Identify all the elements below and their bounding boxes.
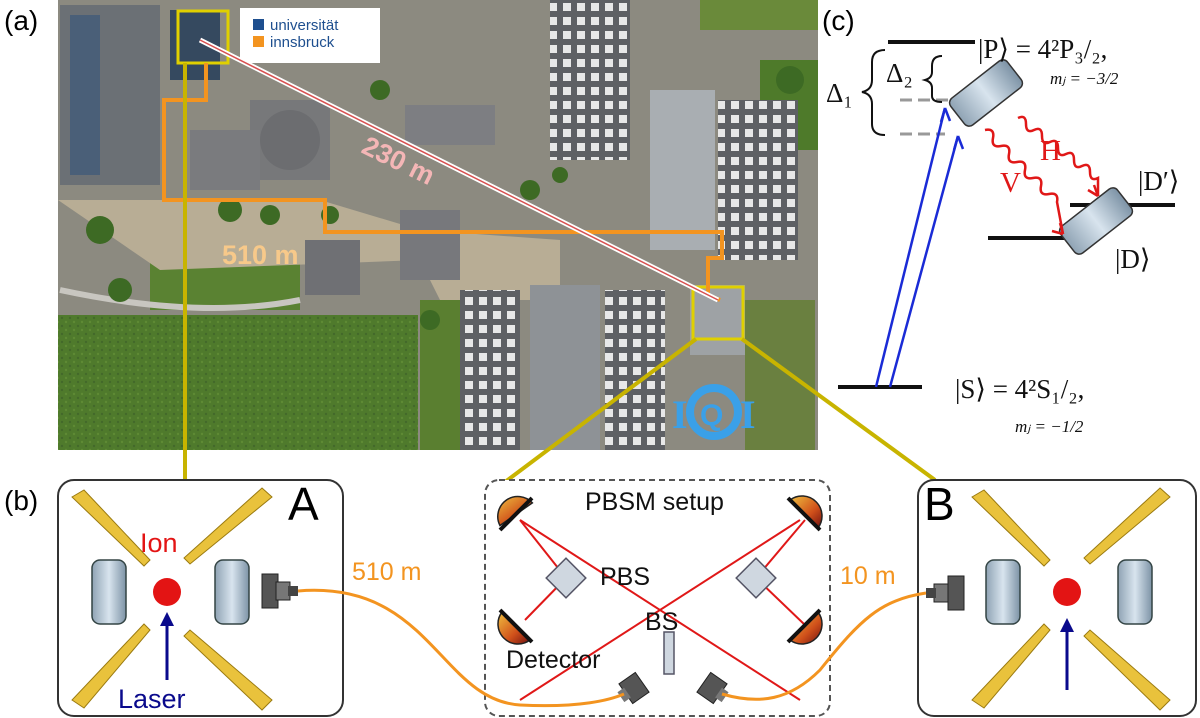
s-state-label: |S⟩ = 4²S₁/₂, <box>955 374 1084 404</box>
node-a-mirror-right <box>214 559 250 625</box>
delta2-brace <box>921 55 943 103</box>
iqoqi-logo: I Q I <box>672 384 756 440</box>
detector-label: Detector <box>506 646 600 674</box>
ion-label: Ion <box>140 528 178 558</box>
s-mj-label: mⱼ = −1/2 <box>1015 417 1084 436</box>
fiber-b-label: 10 m <box>840 562 896 590</box>
node-b-mirror-right <box>1117 559 1153 625</box>
connector-b <box>740 337 937 482</box>
d-prime-label: |D′⟩ <box>1138 166 1179 196</box>
d-state-label: |D⟩ <box>1115 244 1150 274</box>
laser-label: Laser <box>118 684 186 714</box>
ion-a <box>153 578 181 606</box>
photon-v-label: V <box>1000 167 1021 199</box>
node-b-location-box <box>691 285 745 341</box>
pbs-cube-right <box>735 557 777 599</box>
node-a-location-box <box>176 9 230 65</box>
connector-pbsm-left <box>503 337 698 484</box>
pbs-cube-left <box>545 557 587 599</box>
fiber-coupler-b <box>926 575 965 611</box>
bs-plate <box>663 631 675 675</box>
university-logo: universität innsbruck <box>240 8 380 63</box>
fiber-distance-label: 510 m <box>222 240 299 270</box>
panel-label-b: (b) <box>4 485 38 516</box>
detector-top-right <box>786 495 823 532</box>
logo-line2: innsbruck <box>270 34 335 51</box>
node-a-mirror-left <box>91 559 127 625</box>
pump-arrow-1 <box>874 107 947 388</box>
photon-h-label: H <box>1040 135 1061 167</box>
fiber-a <box>297 588 625 708</box>
level-scheme <box>838 40 1175 389</box>
node-b-label: B <box>924 478 955 530</box>
detector-top-left <box>497 495 534 532</box>
svg-text:I: I <box>672 392 688 437</box>
pbs-label: PBS <box>600 563 650 591</box>
ion-b <box>1053 578 1081 606</box>
p-mj-label: mⱼ = −3/2 <box>1050 69 1119 88</box>
fiber-a-label: 510 m <box>352 558 421 586</box>
direct-line <box>199 39 719 301</box>
node-a-electrodes <box>71 487 273 711</box>
svg-text:I: I <box>740 392 756 437</box>
fiber-b <box>721 591 927 701</box>
detector-bottom-left <box>497 608 534 645</box>
cavity-mirror-upper <box>948 59 1024 127</box>
pbsm-title: PBSM setup <box>585 488 724 516</box>
node-b-mirror-left <box>985 559 1021 625</box>
logo-line1: universität <box>270 17 339 34</box>
node-a-label: A <box>288 478 319 530</box>
fiber-route-path <box>162 63 724 302</box>
bs-label: BS <box>645 608 678 636</box>
p-state-label: |P⟩ = 4²P₃/₂, <box>978 34 1107 64</box>
fiber-coupler-a <box>261 573 298 609</box>
panel-label-c: (c) <box>822 5 855 36</box>
cavity-mirror-lower <box>1058 187 1134 255</box>
detector-bottom-right <box>786 608 823 645</box>
delta1-label: Δ₁ <box>826 78 853 108</box>
delta2-label: Δ₂ <box>886 58 913 88</box>
aerial-map <box>58 0 818 450</box>
pbsm-box <box>484 479 831 717</box>
node-b-electrodes <box>971 487 1171 711</box>
panel-label-a: (a) <box>4 5 38 36</box>
pump-arrow-2 <box>888 135 960 388</box>
delta1-brace <box>861 49 886 136</box>
svg-text:Q: Q <box>700 399 723 432</box>
photon-h-wave <box>1017 115 1100 196</box>
photon-v-wave <box>984 128 1065 235</box>
